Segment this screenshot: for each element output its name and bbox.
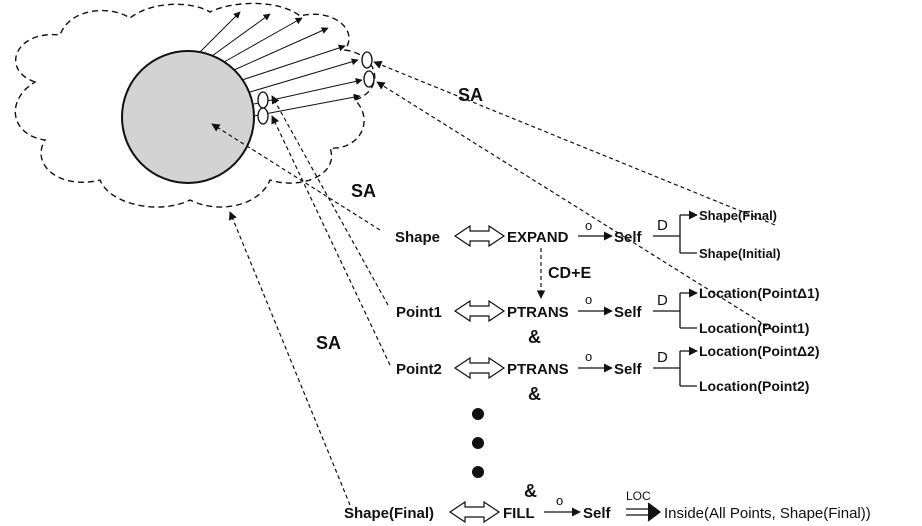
- and-label: &: [528, 384, 541, 404]
- ellipsis-dot: [472, 408, 484, 420]
- sa-label-top: SA: [458, 85, 483, 105]
- and-label: &: [528, 327, 541, 347]
- o-label: o: [585, 218, 592, 233]
- point2-oval: [257, 107, 269, 125]
- sa-label-mid: SA: [351, 181, 376, 201]
- sa-arrows: [211, 60, 776, 506]
- self-label: Self: [614, 361, 643, 378]
- cd-e-label: CD+E: [548, 265, 591, 282]
- d-label: D: [657, 349, 668, 366]
- act-self-arrows: [544, 231, 613, 517]
- o-label: o: [556, 493, 563, 508]
- d-label: D: [657, 292, 668, 309]
- result-location-point1: Location(Point1): [699, 320, 809, 336]
- direction-branches: [653, 210, 698, 387]
- concept-shape: Shape: [395, 229, 440, 246]
- self-label: Self: [583, 505, 612, 522]
- act-ptrans: PTRANS: [507, 361, 569, 378]
- result-location-delta1: Location(PointΔ1): [699, 285, 820, 301]
- point1-oval: [257, 91, 269, 109]
- loc-label: LOC: [626, 489, 651, 503]
- sa-label-left: SA: [316, 333, 341, 353]
- result-inside: Inside(All Points, Shape(Final)): [664, 505, 871, 522]
- o-label: o: [585, 349, 592, 364]
- result-location-delta2: Location(PointΔ2): [699, 343, 820, 359]
- point-delta1-oval: [361, 51, 373, 69]
- cloud-outline: [14, 2, 376, 208]
- and-label: &: [524, 481, 537, 501]
- ellipsis-dot: [472, 466, 484, 478]
- concept-point2: Point2: [396, 361, 442, 378]
- ellipsis-dot: [472, 437, 484, 449]
- concept-shape-final: Shape(Final): [344, 505, 434, 522]
- o-label: o: [585, 292, 592, 307]
- act-expand: EXPAND: [507, 229, 569, 246]
- loc-arrow: [626, 502, 662, 522]
- shape-circle: [121, 50, 255, 184]
- d-label: D: [657, 217, 668, 234]
- result-shape-final: Shape(Final): [699, 208, 777, 223]
- act-fill: FILL: [503, 505, 535, 522]
- act-ptrans: PTRANS: [507, 304, 569, 321]
- result-shape-initial: Shape(Initial): [699, 246, 781, 261]
- self-label: Self: [614, 229, 643, 246]
- double-arrows: [448, 224, 506, 524]
- point-delta2-oval: [363, 70, 375, 88]
- concept-point1: Point1: [396, 304, 442, 321]
- self-label: Self: [614, 304, 643, 321]
- result-location-point2: Location(Point2): [699, 378, 809, 394]
